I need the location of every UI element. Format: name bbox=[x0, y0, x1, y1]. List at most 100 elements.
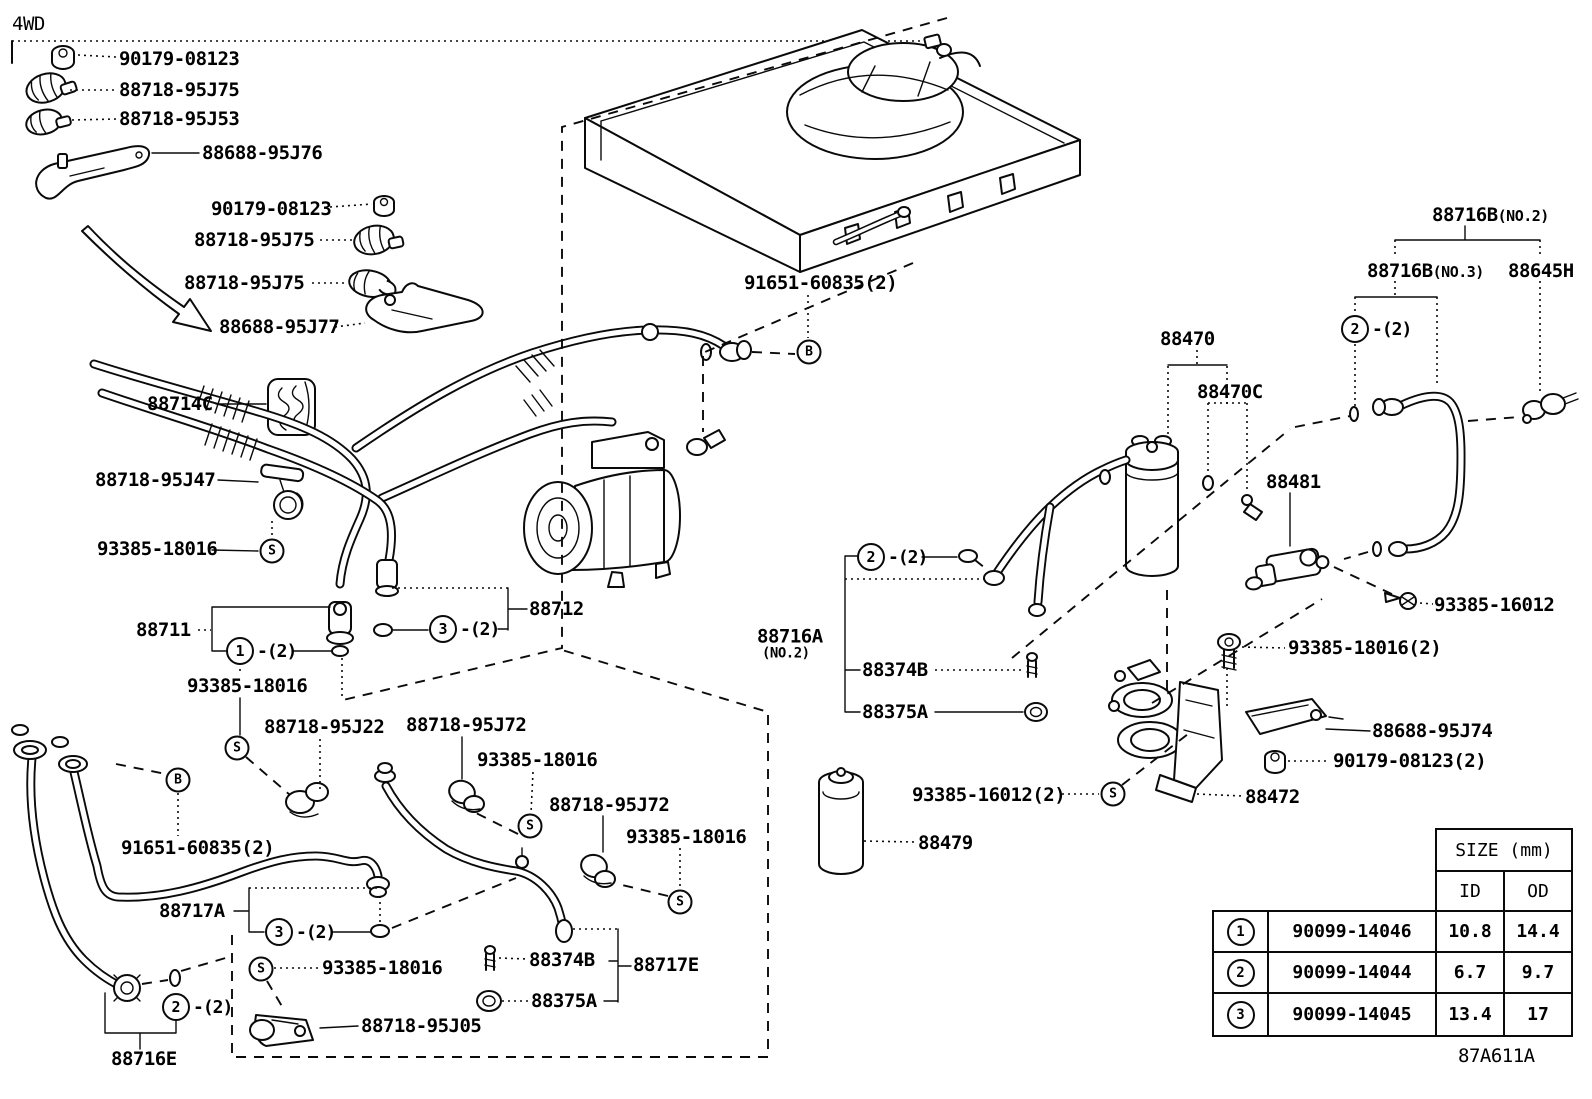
hose-clamp-icon bbox=[25, 72, 78, 104]
part-label: 90179-08123 bbox=[119, 48, 240, 70]
part-label: 88712 bbox=[529, 598, 584, 620]
part-label: 88470C bbox=[1197, 381, 1263, 403]
part-label: 93385-18016(2) bbox=[1288, 637, 1442, 659]
receiver-drier bbox=[1125, 435, 1179, 577]
part-label: 88479 bbox=[918, 832, 973, 854]
liquid-pipes bbox=[11, 724, 573, 1002]
screw-icon bbox=[1384, 592, 1417, 610]
screw-symbol: S bbox=[224, 735, 250, 761]
callout-circle: 2 bbox=[857, 543, 885, 571]
part-label: 88718-95J22 bbox=[264, 716, 385, 738]
part-label: 91651-60835(2) bbox=[744, 272, 898, 294]
part-label: 88645H bbox=[1508, 260, 1574, 282]
screw-symbol: S bbox=[1100, 781, 1126, 807]
callout-qty: -(2) bbox=[193, 996, 233, 1018]
table-row-od: 17 bbox=[1503, 992, 1573, 1037]
row-circle: 1 bbox=[1226, 917, 1255, 946]
callout-qty: -(2) bbox=[1372, 318, 1412, 340]
part-suffix: (NO.3) bbox=[1432, 263, 1485, 281]
part-label: 88718-95J75 bbox=[184, 272, 305, 294]
part-label: 91651-60835(2) bbox=[121, 837, 275, 859]
part-label: 88716A(NO.2) bbox=[757, 625, 823, 662]
suction-pipes-right bbox=[958, 396, 1461, 617]
tube-clamp-icon bbox=[448, 779, 485, 813]
bolt-symbol: B bbox=[796, 339, 822, 365]
part-label: 88688-95J77 bbox=[219, 316, 340, 338]
p-clamp-icon bbox=[260, 463, 305, 520]
nut-icon bbox=[1264, 750, 1286, 774]
tube-clamp-icon bbox=[249, 1014, 314, 1047]
table-row-part: 90099-14044 bbox=[1267, 951, 1437, 994]
part-label: 88718-95J53 bbox=[119, 108, 240, 130]
pipe-clamp-bracket bbox=[1108, 659, 1223, 803]
callout-qty: -(2) bbox=[257, 640, 297, 662]
screw-symbol: S bbox=[248, 956, 274, 982]
part-label: 93385-18016 bbox=[322, 957, 443, 979]
callout-2: 2 -(2) bbox=[857, 543, 928, 571]
evaporator-unit bbox=[584, 29, 1081, 273]
part-number: 88716B bbox=[1432, 204, 1498, 226]
size-table-header: SIZE (mm) bbox=[1435, 828, 1573, 872]
part-label: 88375A bbox=[862, 701, 928, 723]
table-row-part: 90099-14046 bbox=[1267, 910, 1437, 953]
table-row-part: 90099-14045 bbox=[1267, 992, 1437, 1037]
callout-2: 2 -(2) bbox=[1341, 315, 1412, 343]
callout-qty: -(2) bbox=[888, 546, 928, 568]
part-label: 90179-08123 bbox=[211, 198, 332, 220]
part-number: 88716A bbox=[757, 625, 823, 648]
part-label: 88717E bbox=[633, 954, 699, 976]
part-label: 88718-95J72 bbox=[549, 794, 670, 816]
screw-symbol: S bbox=[667, 889, 693, 915]
pipe-bracket-icon bbox=[35, 145, 150, 200]
ac-hoses bbox=[94, 323, 752, 645]
size-table: SIZE (mm) ID OD 1 90099-14046 10.8 14.4 … bbox=[1212, 828, 1573, 1037]
bolt-icon bbox=[1026, 652, 1038, 678]
clamp-icon bbox=[476, 990, 502, 1012]
part-label: 93385-18016 bbox=[187, 675, 308, 697]
clamp-icon bbox=[1024, 702, 1048, 722]
callout-qty: -(2) bbox=[296, 921, 336, 943]
part-label: 88716B(NO.3) bbox=[1367, 260, 1484, 282]
table-row-id: 6.7 bbox=[1435, 951, 1505, 994]
callout-3: 3 -(2) bbox=[265, 918, 336, 946]
col-header-od: OD bbox=[1503, 870, 1573, 912]
screw-symbol: S bbox=[517, 813, 543, 839]
part-label: 88470 bbox=[1160, 328, 1215, 350]
callout-circle: 3 bbox=[265, 918, 293, 946]
compressor bbox=[523, 429, 726, 588]
expansion-valve bbox=[1245, 547, 1330, 591]
row-circle: 3 bbox=[1226, 1000, 1255, 1029]
callout-circle: 1 bbox=[226, 637, 254, 665]
callout-2: 2 -(2) bbox=[162, 993, 233, 1021]
bolt-symbol: B bbox=[165, 767, 191, 793]
part-label: 88472 bbox=[1245, 786, 1300, 808]
section-label: 4WD bbox=[12, 13, 45, 35]
pipe-bracket-icon bbox=[365, 282, 484, 334]
part-label: 88714C bbox=[147, 393, 213, 415]
screw-icon bbox=[1241, 494, 1263, 521]
callout-circle: 2 bbox=[1341, 315, 1369, 343]
part-label: 88688-95J76 bbox=[202, 142, 323, 164]
hose-clamp-icon bbox=[25, 108, 72, 136]
part-label: 93385-16012 bbox=[1434, 594, 1555, 616]
pressure-switch-icon bbox=[1522, 392, 1579, 424]
part-suffix: (NO.2) bbox=[762, 645, 810, 662]
o-ring-icons bbox=[169, 623, 393, 987]
callout-3: 3 -(2) bbox=[429, 615, 500, 643]
section-boundaries bbox=[231, 17, 948, 1058]
tube-clamp-icon bbox=[580, 853, 616, 888]
bolt-icon bbox=[484, 945, 496, 971]
part-label: 88717A bbox=[159, 900, 225, 922]
part-suffix: (NO.2) bbox=[1497, 207, 1550, 225]
table-row-num: 2 bbox=[1212, 951, 1269, 994]
pipe-bracket-icon bbox=[1245, 698, 1344, 735]
table-row-num: 1 bbox=[1212, 910, 1269, 953]
refrigerant-can bbox=[818, 767, 864, 875]
part-label: 88481 bbox=[1266, 471, 1321, 493]
bolt-icon bbox=[1217, 633, 1241, 671]
part-label: 88716E bbox=[111, 1048, 177, 1070]
table-row-id: 13.4 bbox=[1435, 992, 1505, 1037]
part-label: 93385-18016 bbox=[477, 749, 598, 771]
screw-symbol: S bbox=[259, 538, 285, 564]
